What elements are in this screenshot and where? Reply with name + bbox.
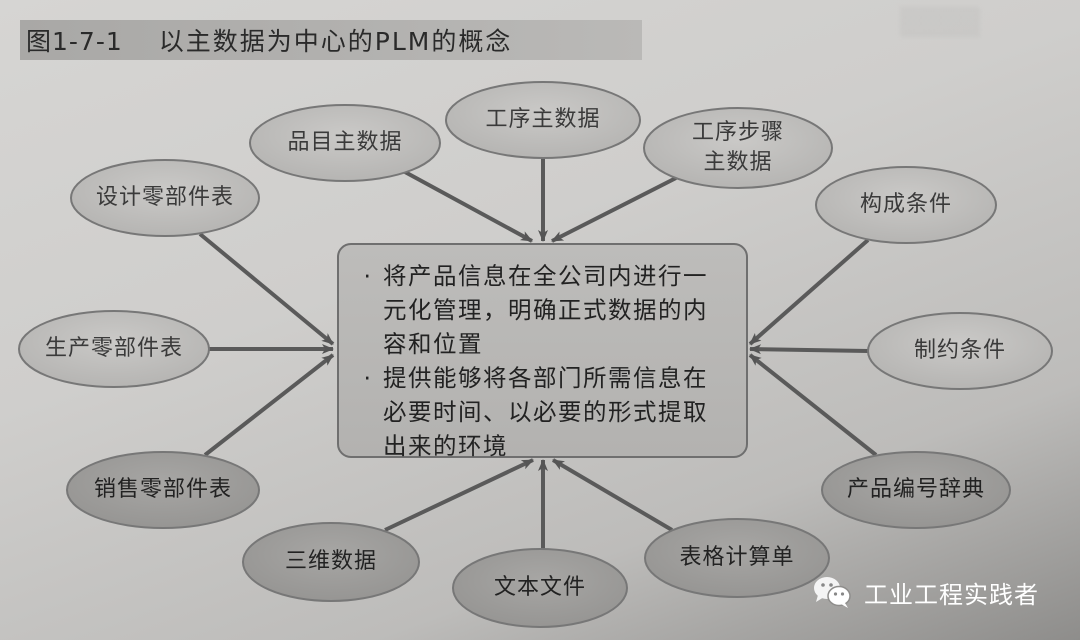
arrow-3d-data [384, 458, 534, 532]
bullet-dot: · [363, 364, 373, 392]
arrow-constraint-conditions [749, 344, 869, 355]
ellipse-item-master [249, 104, 441, 182]
bullet-text: 提供能够将各部门所需信息在必要时间、以必要的形式提取出来的环境 [383, 364, 708, 460]
figure-number: 图1-7-1 [26, 27, 123, 56]
ellipse-production-bom [18, 310, 210, 388]
arrow-config-conditions [748, 238, 870, 346]
ellipse-text-files [452, 548, 628, 628]
node-production-bom: 生产零部件表 [44, 336, 183, 361]
node-3d-data: 三维数据 [284, 549, 377, 574]
arrow-product-code-dictionary [748, 353, 878, 457]
figure-title: 以主数据为中心的PLM的概念 [158, 27, 513, 56]
connector-arrows [198, 158, 878, 550]
ellipse-spreadsheets [644, 518, 830, 598]
node-sales-bom: 销售零部件表 [93, 477, 232, 502]
watermark: 工业工程实践者 [812, 572, 1039, 612]
arrow-spreadsheets [551, 458, 674, 532]
bleed-through-text: ▒▒▒▒ [900, 8, 980, 38]
arrow-process-step-master [551, 176, 677, 243]
node-design-bom: 设计零部件表 [95, 185, 234, 210]
ellipse-config-conditions [815, 166, 997, 244]
arrow-design-bom [198, 232, 335, 346]
concept-bullet: · 提供能够将各部门所需信息在必要时间、以必要的形式提取出来的环境 [353, 361, 730, 463]
arrow-item-master [404, 170, 533, 243]
center-concept-box: · 将产品信息在全公司内进行一元化管理，明确正式数据的内容和位置 · 提供能够将… [337, 243, 748, 460]
node-spreadsheets: 表格计算单 [679, 545, 795, 570]
wechat-icon [814, 577, 851, 608]
node-constraint-conditions: 制约条件 [913, 338, 1006, 363]
ellipse-sales-bom [66, 451, 260, 529]
node-item-master: 品目主数据 [287, 130, 403, 155]
ellipse-product-code-dictionary [821, 451, 1011, 529]
ellipse-process-step-master [643, 107, 833, 189]
node-product-code-dictionary: 产品编号辞典 [846, 477, 985, 502]
ellipse-process-master [445, 81, 641, 159]
node-process-master: 工序主数据 [485, 107, 601, 132]
ellipse-3d-data [242, 522, 420, 602]
node-ellipses [18, 81, 1053, 628]
arrow-sales-bom [203, 353, 335, 457]
node-text-files: 文本文件 [493, 575, 586, 600]
watermark-label: 工业工程实践者 [864, 580, 1039, 609]
concept-bullet: · 将产品信息在全公司内进行一元化管理，明确正式数据的内容和位置 [353, 259, 730, 361]
node-process-step-master: 工序步骤 主数据 [691, 120, 784, 175]
bullet-text: 将产品信息在全公司内进行一元化管理，明确正式数据的内容和位置 [383, 262, 708, 358]
figure-caption: 图1-7-1 以主数据为中心的PLM的概念 [20, 20, 642, 60]
ellipse-design-bom [70, 159, 260, 237]
bullet-dot: · [363, 262, 373, 290]
node-config-conditions: 构成条件 [859, 192, 952, 217]
ellipse-constraint-conditions [867, 312, 1053, 390]
